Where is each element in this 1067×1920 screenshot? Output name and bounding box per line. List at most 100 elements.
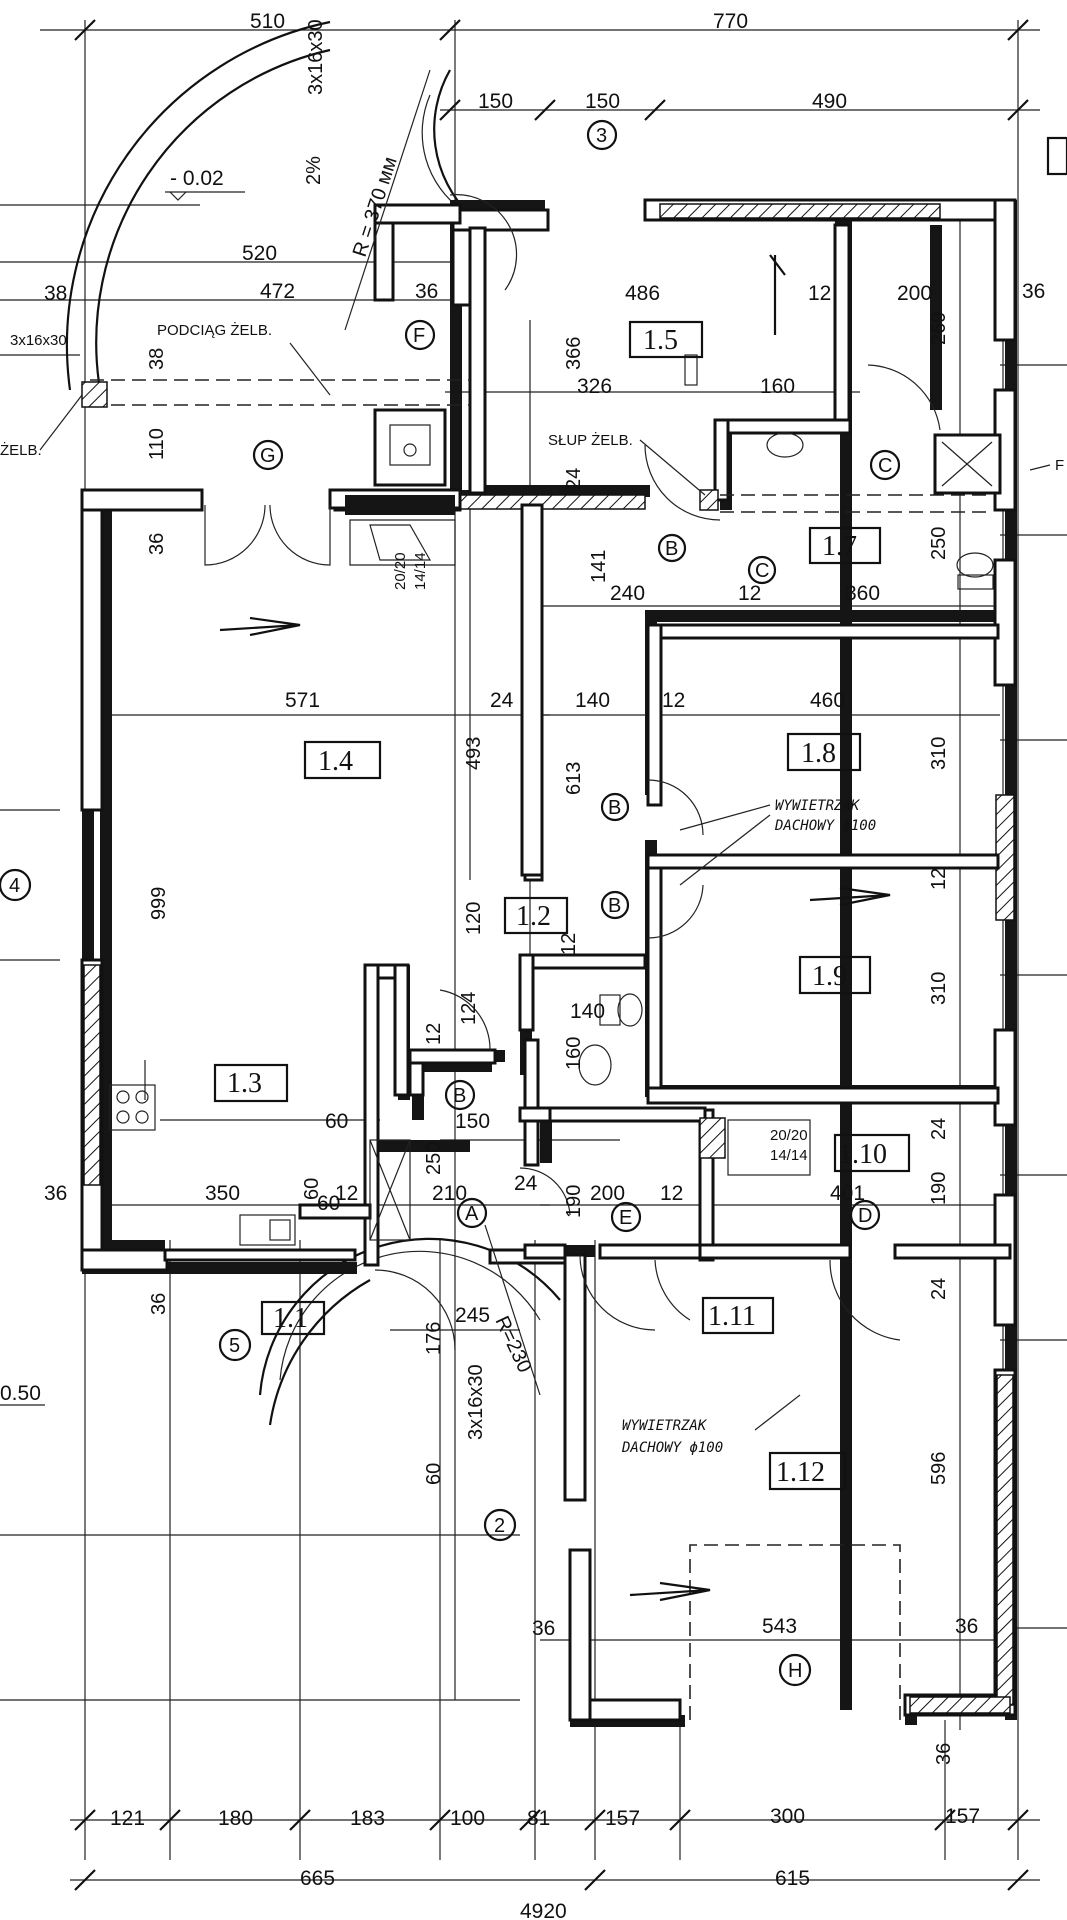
dim-520: 520 [242, 242, 277, 265]
axis-D: D [858, 1205, 872, 1227]
dim-157-a: 157 [605, 1807, 640, 1830]
dim-60-v2: 60 [423, 1463, 445, 1485]
axis-A: A [465, 1203, 479, 1225]
dim-81: 81 [527, 1807, 550, 1830]
dim-613: 613 [563, 762, 585, 795]
dim-12-v: 12 [928, 868, 950, 890]
dim-472: 472 [260, 280, 295, 303]
axis-H: H [788, 1660, 802, 1682]
slope-label: 2% [303, 156, 325, 185]
axis-B-low: B [608, 895, 621, 917]
dim-4920: 4920 [520, 1900, 567, 1920]
axis-B-hall: B [453, 1085, 466, 1107]
room-1-1: 1.1 [273, 1303, 308, 1334]
room-1-11: 1.11 [708, 1301, 756, 1332]
dim-124: 124 [458, 992, 480, 1025]
equipment [81, 354, 1002, 1246]
overhead-lines [90, 379, 990, 1720]
dim-60-bot: 60 [325, 1110, 348, 1133]
stair-left-label: 3x16x30 [10, 332, 67, 349]
vent1-line2: DACHOWY ϕ100 [774, 818, 876, 834]
dim-36-bot-left: 36 [44, 1182, 67, 1205]
room-labels: 1.1 1.2 1.3 1.4 1.5 1.7 1.8 1.9 1.10 1.1… [213, 320, 911, 1491]
chimney-b: 14/14 [770, 1147, 808, 1164]
dim-120: 120 [463, 902, 485, 935]
room-1-7: 1.7 [822, 531, 857, 562]
room-1-8: 1.8 [801, 738, 836, 769]
dim-38-v: 38 [146, 348, 168, 370]
axis-E: E [619, 1207, 632, 1229]
dim-350: 350 [205, 1182, 240, 1205]
dim-245: 245 [455, 1304, 490, 1327]
chimney-d: 14/14 [412, 552, 429, 590]
dim-460: 460 [810, 689, 845, 712]
dim-stair-top: 3x16x30 [305, 19, 327, 95]
dim-615: 615 [775, 1867, 810, 1890]
dim-36-right: 36 [1022, 280, 1045, 303]
dim-stair-bot: 3x16x30 [465, 1364, 487, 1440]
dim-493: 493 [463, 737, 485, 770]
vent2-line1: WYWIETRZAK [622, 1418, 708, 1434]
dimension-ticks [74, 19, 1029, 1891]
room-1-9: 1.9 [812, 961, 847, 992]
dim-60-v: 60 [301, 1178, 323, 1200]
dim-401: 401 [830, 1182, 865, 1205]
dim-999: 999 [148, 887, 170, 920]
room-1-2: 1.2 [516, 901, 551, 932]
doors [204, 194, 941, 1351]
top-dimensions: 510 770 150 150 490 520 472 38 36 486 12… [44, 10, 1045, 305]
zelb-label: ŻELB. [0, 441, 42, 459]
dim-200-bot: 200 [590, 1182, 625, 1205]
dim-36-garage-l: 36 [532, 1617, 555, 1640]
dim-12-top: 12 [808, 282, 831, 305]
dim-770: 770 [713, 10, 748, 33]
dim-543: 543 [762, 1615, 797, 1638]
axis-4: 4 [9, 875, 20, 897]
room-1-4: 1.4 [318, 746, 353, 777]
axis-F: F [413, 325, 425, 347]
vent1-line1: WYWIETRZAK [775, 798, 861, 814]
dim-141: 141 [588, 550, 610, 583]
dim-12-bot: 12 [335, 1182, 358, 1205]
plan-dimensions: 326 160 240 12 360 571 24 140 12 460 350… [44, 375, 978, 1640]
room-1-5: 1.5 [643, 325, 678, 356]
annotations: - 0.02 2% R = 370 мм PODCIĄG ŻELB. SŁUP … [0, 69, 1067, 1456]
dim-150a: 150 [478, 90, 513, 113]
room-1-3: 1.3 [227, 1068, 262, 1099]
level-upper: - 0.02 [170, 167, 224, 190]
dim-12-bot2: 12 [660, 1182, 683, 1205]
dim-183: 183 [350, 1807, 385, 1830]
beam-label: PODCIĄG ŻELB. [157, 321, 272, 339]
axis-B-upper: B [665, 538, 678, 560]
axis-5: 5 [229, 1335, 240, 1357]
dim-36-garage-r: 36 [955, 1615, 978, 1638]
partitions [298, 203, 1012, 1267]
column-label: SŁUP ŻELB. [548, 431, 633, 449]
dim-310-a: 310 [928, 737, 950, 770]
dim-140-wc: 140 [570, 1000, 605, 1023]
dim-60-b: 60 [317, 1192, 340, 1215]
bottom-dimensions: 121 180 183 100 81 157 300 157 665 615 4… [110, 1805, 980, 1920]
vent2-line2: DACHOWY ϕ100 [621, 1440, 723, 1456]
dim-360: 360 [845, 582, 880, 605]
dim-310-b: 310 [928, 972, 950, 1005]
level-lower: 0.50 [0, 1382, 41, 1405]
dim-269: 269 [928, 312, 950, 345]
dim-326: 326 [577, 375, 612, 398]
axis-B-mid: B [608, 797, 621, 819]
dim-24-mid: 24 [490, 689, 514, 712]
dim-36-v-bot: 36 [148, 1293, 170, 1315]
dim-140-mid: 140 [575, 689, 610, 712]
dim-176: 176 [423, 1322, 445, 1355]
dim-160: 160 [760, 375, 795, 398]
dim-36-v: 36 [146, 533, 168, 555]
dim-180: 180 [218, 1807, 253, 1830]
dim-24-v: 24 [563, 468, 585, 490]
dim-200: 200 [897, 282, 932, 305]
dim-150b: 150 [585, 90, 620, 113]
dim-12-b: 12 [738, 582, 761, 605]
dim-250-top: 250 [928, 527, 950, 560]
vertical-dimensions: 3x16x30 269 366 38 110 36 24 141 250 493… [146, 19, 955, 1765]
room-1-12: 1.12 [776, 1457, 825, 1488]
